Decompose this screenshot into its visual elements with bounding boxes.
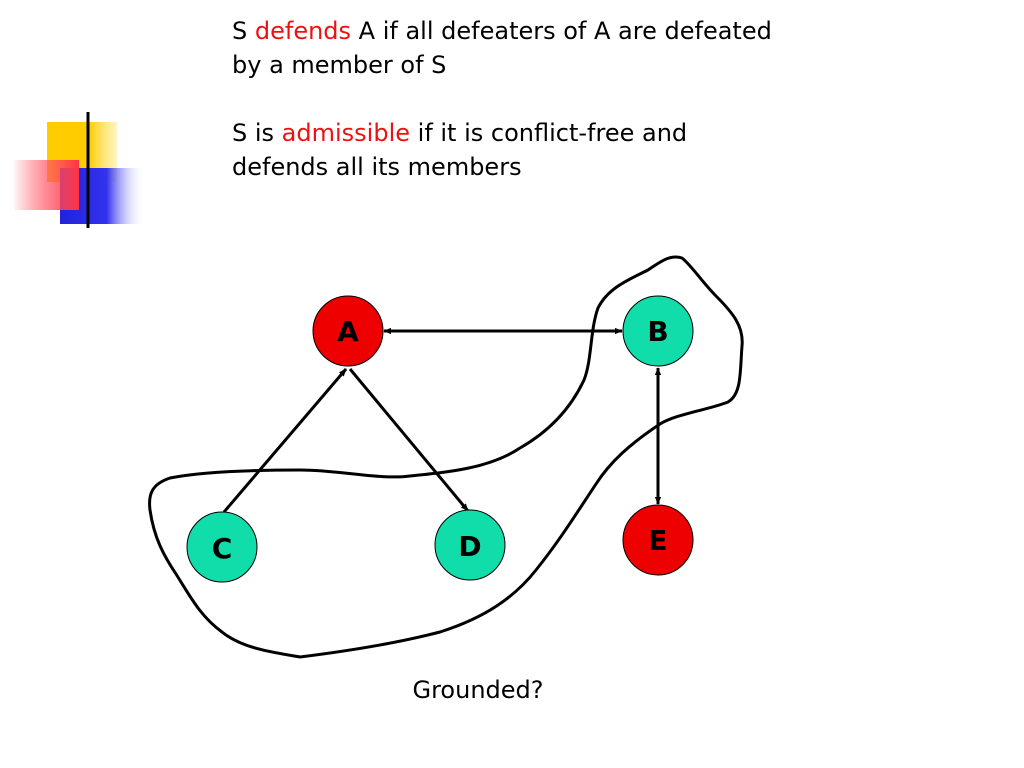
admissible-definition: S is admissible if it is conflict-free a…: [232, 116, 832, 184]
node-b-label: B: [647, 315, 668, 348]
edge-a-d: [348, 368, 470, 512]
defends-text-middle: A if all defeaters of A are defeated: [351, 17, 772, 45]
defends-text-start: S: [232, 17, 255, 45]
node-c-label: C: [212, 532, 233, 565]
node-c: C: [186, 511, 258, 583]
node-e-label: E: [648, 524, 667, 557]
edge-c-a: [222, 368, 348, 513]
admissible-text-middle: if it is conflict-free and: [410, 119, 688, 147]
admissible-keyword: admissible: [281, 119, 411, 147]
node-d: D: [434, 509, 506, 581]
defends-keyword: defends: [254, 17, 352, 45]
defends-definition: S defends A if all defeaters of A are de…: [232, 14, 832, 82]
decorative-corner-graphic: [14, 112, 1000, 228]
node-a-label: A: [337, 315, 359, 348]
node-d-label: D: [458, 530, 481, 563]
defends-text-end: by a member of S: [232, 51, 447, 79]
node-e: E: [622, 504, 694, 576]
node-b: B: [622, 295, 694, 367]
slide-caption: Grounded?: [412, 676, 544, 704]
admissible-text-start: S is: [232, 119, 282, 147]
enclosed-set-boundary: [148, 255, 744, 659]
node-a: A: [312, 295, 384, 367]
admissible-text-end: defends all its members: [232, 153, 522, 181]
